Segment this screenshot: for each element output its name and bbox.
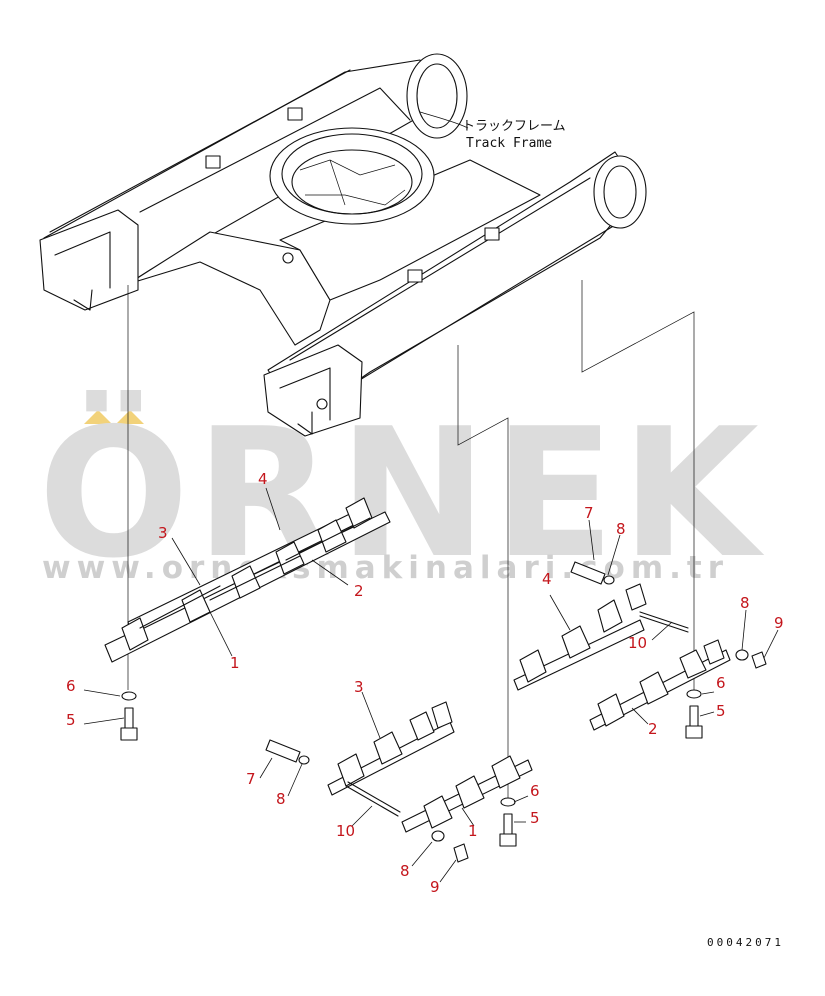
watermark-brand: ÖRNEK	[38, 390, 765, 597]
fasteners-right	[570, 561, 767, 739]
callout-10-right: 10	[628, 634, 647, 652]
callout-6-left: 6	[66, 677, 76, 695]
guard-assembly-right	[513, 583, 731, 731]
drawing-number: 00042071	[707, 936, 784, 949]
callout-5-right: 5	[716, 702, 726, 720]
track-frame-drawing	[39, 53, 647, 437]
washer-8-mid-b	[431, 830, 445, 842]
watermark: ÖRNEK www.orneksmakinalari.com.tr	[38, 390, 765, 597]
washer-8-right	[603, 575, 615, 585]
bolt-7-right	[570, 561, 606, 585]
watermark-accent-right	[116, 410, 144, 424]
track-frame-label-en: Track Frame	[466, 136, 552, 151]
guard-assembly-middle	[327, 701, 533, 833]
washer-8-mid	[298, 755, 310, 765]
callout-9-mid: 9	[430, 878, 440, 896]
callout-6-right: 6	[716, 674, 726, 692]
fasteners-left	[120, 691, 138, 741]
fasteners-middle	[265, 739, 517, 863]
bolt-5-left	[124, 707, 134, 731]
washer-6-mid	[500, 797, 516, 807]
callout-3-left: 3	[158, 524, 168, 542]
track-frame-label: トラックフレーム Track Frame	[419, 111, 566, 151]
callout-2-left: 2	[354, 582, 364, 600]
washer-8-right-b	[735, 649, 749, 661]
callout-10-mid: 10	[336, 822, 355, 840]
nut-9-mid	[453, 843, 469, 863]
track-frame-label-jp: トラックフレーム	[462, 119, 566, 134]
callout-6-mid: 6	[530, 782, 540, 800]
callout-leaders	[83, 487, 779, 883]
callout-7-right: 7	[584, 504, 594, 522]
watermark-accent-left	[84, 410, 112, 424]
callout-8-mid-b: 8	[400, 862, 410, 880]
callout-4-right: 4	[542, 570, 552, 588]
bolt-5-mid	[503, 813, 513, 837]
watermark-url: www.orneksmakinalari.com.tr	[42, 550, 729, 586]
callout-4-left: 4	[258, 470, 268, 488]
bolt-5-right	[689, 705, 699, 729]
washer-6-right	[686, 689, 702, 699]
callout-5-mid: 5	[530, 809, 540, 827]
callout-3-mid: 3	[354, 678, 364, 696]
callout-7-mid: 7	[246, 770, 256, 788]
callout-1-left: 1	[230, 654, 240, 672]
callouts: 4 3 2 1 6 5 7 8 4 10 8 9 6 5 2 3 7 8 10 …	[66, 470, 784, 896]
nut-9-right	[751, 651, 767, 669]
bolt-7-mid	[265, 739, 301, 763]
callout-1-mid: 1	[468, 822, 478, 840]
washer-6-left	[121, 691, 137, 701]
callout-8-right: 8	[616, 520, 626, 538]
callout-9-right: 9	[774, 614, 784, 632]
callout-8-right-b: 8	[740, 594, 750, 612]
callout-8-mid: 8	[276, 790, 286, 808]
guard-assembly-left	[104, 497, 391, 663]
callout-2-right: 2	[648, 720, 658, 738]
callout-5-left: 5	[66, 711, 76, 729]
